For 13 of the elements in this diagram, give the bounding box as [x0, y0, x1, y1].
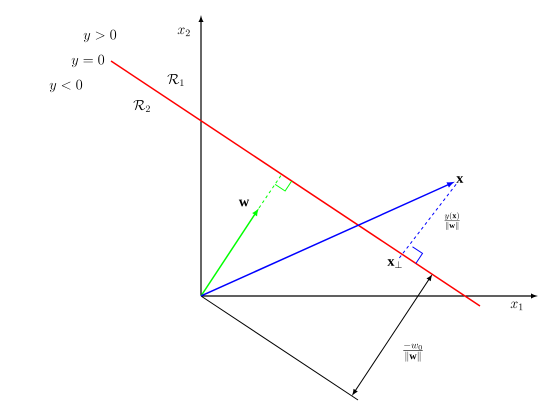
region-label: $y > 0$: [84, 30, 116, 42]
region-label: $\mathcal{R}_2$: [133, 100, 150, 112]
distance-label: $\frac{-w_0}{\|\mathbf{w}\|}$: [403, 344, 423, 362]
axis-label: $x_2$: [178, 28, 190, 36]
axis-label: $x_1$: [510, 302, 522, 310]
vector-label: $\mathbf{x}$: [456, 176, 464, 183]
point-label: $\mathbf{x}_\perp$: [387, 259, 402, 268]
vector-label: $\mathbf{w}$: [238, 200, 250, 206]
region-label: $y = 0$: [72, 54, 104, 68]
arrow: [200, 182, 453, 297]
edge-label: $\frac{y(\mathbf{x})}{\|\mathbf{w}\|}$: [444, 212, 460, 230]
region-label: $y < 0$: [50, 80, 82, 92]
region-label: $\mathcal{R}_1$: [167, 74, 184, 86]
